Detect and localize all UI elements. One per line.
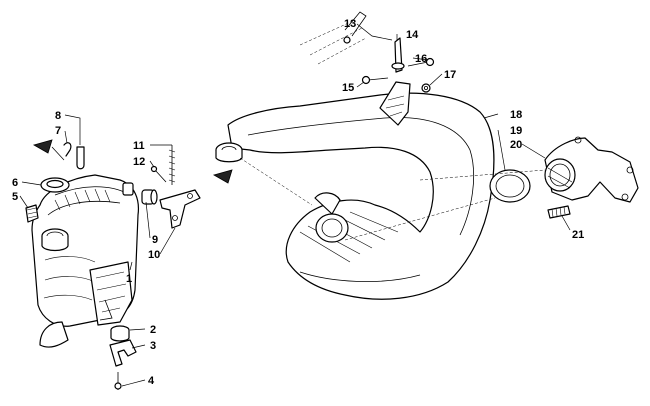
screw: [150, 165, 167, 183]
hanger-bracket: [159, 189, 201, 229]
clip: [63, 142, 72, 157]
callout-11: 11: [133, 140, 145, 152]
callout-20: 20: [510, 139, 522, 151]
muffler: [31, 174, 140, 348]
callout-2: 2: [150, 324, 156, 336]
callout-3: 3: [150, 340, 156, 352]
mount-bracket: [109, 339, 137, 367]
exhaust-manifold: [544, 136, 639, 203]
callout-19: 19: [510, 125, 522, 137]
nut-17: [421, 83, 431, 93]
bolt-lower: [114, 372, 122, 390]
grommet-lower: [110, 325, 130, 342]
exhaust-seal: [489, 169, 531, 203]
manifold-spring: [547, 205, 571, 219]
callout-5: 5: [12, 191, 18, 203]
callout-14: 14: [406, 29, 419, 41]
callout-15: 15: [342, 82, 354, 94]
grommet-ring: [40, 177, 70, 193]
callout-6: 6: [12, 177, 18, 189]
direction-arrow-chamber: [212, 169, 233, 184]
direction-arrow-left: [32, 139, 65, 161]
callout-17: 17: [444, 69, 456, 81]
spring-clip: [25, 204, 39, 223]
mount-rod: [391, 37, 405, 73]
bolt-15: [361, 75, 389, 85]
callout-8: 8: [55, 110, 61, 122]
callout-13: 13: [344, 18, 356, 30]
callout-10: 10: [148, 249, 160, 261]
rubber-bushing: [141, 189, 158, 205]
callout-9: 9: [152, 234, 158, 246]
callout-16: 16: [415, 53, 427, 65]
callout-leaders: [19, 23, 571, 387]
retaining-rod: [76, 146, 85, 170]
outlet-stub: [41, 228, 69, 252]
bolt-16: [407, 57, 435, 67]
callout-18: 18: [510, 109, 522, 121]
callout-12: 12: [133, 156, 145, 168]
expansion-chamber: [215, 81, 495, 300]
callout-1: 1: [126, 273, 132, 285]
callout-4: 4: [148, 375, 155, 387]
callout-21: 21: [572, 229, 584, 241]
assembly-lines: [239, 157, 546, 241]
callout-7: 7: [55, 125, 61, 137]
spring: [168, 145, 176, 185]
